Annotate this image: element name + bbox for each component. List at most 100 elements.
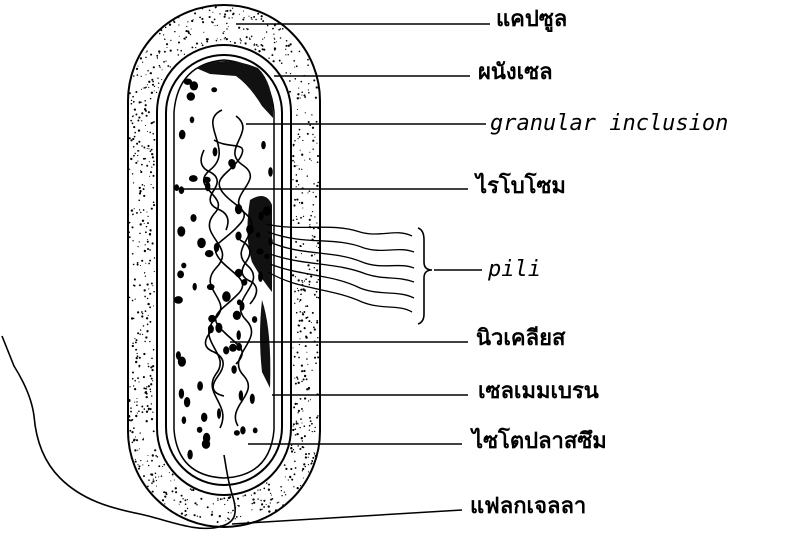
stipple-dot	[149, 260, 151, 262]
stipple-dot	[313, 236, 315, 238]
stipple-dot	[134, 132, 136, 134]
stipple-dot	[138, 117, 140, 119]
stipple-dot	[251, 36, 252, 37]
stipple-dot	[140, 57, 142, 59]
stipple-dot	[272, 28, 274, 30]
stipple-dot	[292, 160, 294, 162]
stipple-dot	[152, 242, 154, 244]
stipple-dot	[150, 375, 152, 377]
stipple-dot	[225, 37, 227, 39]
stipple-dot	[307, 59, 309, 61]
stipple-dot	[261, 15, 263, 17]
stipple-dot	[242, 19, 244, 21]
stipple-dot	[281, 495, 282, 496]
stipple-dot	[224, 16, 226, 18]
stipple-dot	[316, 417, 318, 419]
ribosome-granule	[235, 232, 241, 241]
stipple-dot	[166, 493, 168, 495]
stipple-dot	[313, 79, 315, 81]
stipple-dot	[292, 219, 294, 221]
stipple-dot	[150, 54, 152, 56]
stipple-dot	[143, 325, 145, 327]
stipple-dot	[145, 336, 147, 338]
stipple-dot	[297, 138, 298, 139]
stipple-dot	[129, 386, 130, 387]
stipple-dot	[291, 479, 293, 481]
ribosome-granule	[229, 344, 237, 352]
stipple-dot	[207, 506, 209, 508]
stipple-dot	[159, 33, 161, 35]
stipple-dot	[303, 94, 305, 96]
stipple-dot	[217, 25, 218, 26]
stipple-dot	[289, 80, 291, 82]
ribosome-granule	[189, 175, 198, 182]
stipple-dot	[226, 28, 227, 29]
stipple-dot	[297, 487, 299, 489]
stipple-dot	[293, 204, 295, 206]
cytoplasm	[174, 60, 274, 478]
stipple-dot	[308, 89, 309, 90]
stipple-dot	[152, 133, 154, 135]
stipple-dot	[309, 152, 310, 153]
stipple-dot	[306, 305, 308, 307]
stipple-dot	[133, 264, 135, 266]
stipple-dot	[185, 30, 187, 32]
stipple-dot	[143, 475, 145, 477]
stipple-dot	[232, 17, 233, 18]
stipple-dot	[145, 86, 146, 87]
ribosome-granule	[237, 330, 241, 340]
stipple-dot	[278, 29, 280, 31]
stipple-dot	[155, 473, 157, 475]
stipple-dot	[149, 293, 151, 295]
stipple-dot	[135, 436, 136, 437]
ribosome-granule	[203, 433, 210, 444]
stipple-dot	[177, 49, 179, 51]
stipple-dot	[298, 382, 300, 384]
stipple-dot	[187, 508, 188, 509]
stipple-dot	[181, 512, 183, 514]
stipple-dot	[227, 500, 228, 501]
stipple-dot	[317, 415, 319, 417]
stipple-dot	[179, 504, 180, 505]
stipple-dot	[147, 324, 149, 326]
stipple-dot	[137, 155, 138, 156]
stipple-dot	[159, 65, 161, 67]
stipple-dot	[133, 182, 134, 183]
stipple-dot	[315, 455, 317, 457]
stipple-dot	[237, 505, 238, 506]
stipple-dot	[151, 122, 153, 124]
stipple-dot	[151, 460, 153, 462]
stipple-dot	[270, 493, 271, 494]
stipple-dot	[303, 216, 304, 217]
stipple-dot	[312, 312, 314, 314]
stipple-dot	[311, 460, 313, 462]
stipple-dot	[182, 498, 183, 499]
ribosome-granule	[190, 117, 195, 124]
stipple-dot	[268, 505, 270, 507]
stipple-dot	[293, 365, 295, 367]
stipple-dot	[132, 214, 134, 216]
stipple-dot	[132, 419, 134, 421]
stipple-dot	[143, 376, 145, 378]
stipple-dot	[311, 370, 312, 371]
stipple-dot	[290, 73, 291, 74]
stipple-dot	[142, 439, 144, 441]
stipple-dot	[314, 267, 315, 268]
stipple-dot	[314, 453, 315, 454]
stipple-dot	[307, 364, 308, 365]
stipple-dot	[147, 363, 148, 364]
stipple-dot	[146, 317, 148, 319]
stipple-dot	[294, 452, 295, 453]
stipple-dot	[310, 399, 311, 400]
stipple-dot	[268, 489, 270, 491]
stipple-dot	[243, 17, 244, 18]
ribosome-granule	[181, 263, 186, 269]
stipple-dot	[274, 38, 275, 39]
stipple-dot	[150, 391, 151, 392]
stipple-dot	[157, 57, 158, 58]
stipple-dot	[170, 66, 171, 67]
stipple-dot	[161, 475, 163, 477]
stipple-dot	[137, 161, 138, 162]
stipple-dot	[162, 466, 163, 467]
stipple-dot	[308, 457, 309, 458]
